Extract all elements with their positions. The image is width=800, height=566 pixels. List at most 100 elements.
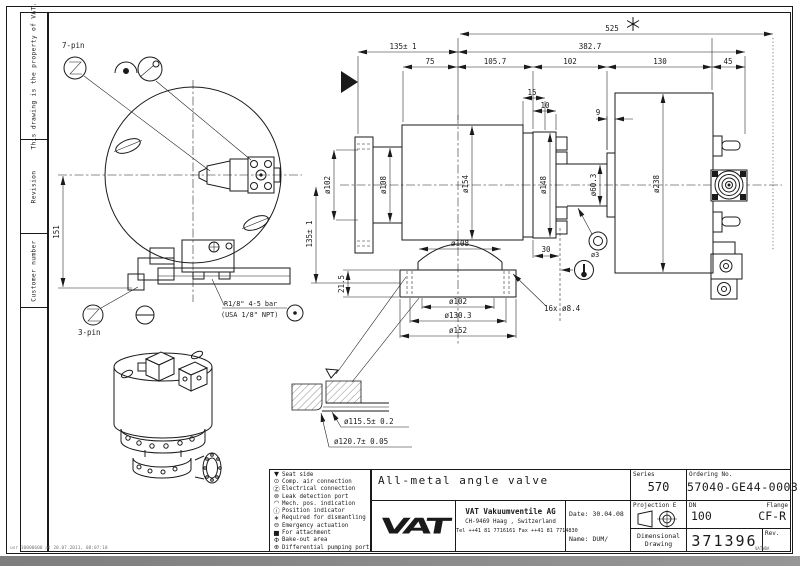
- drawing-title: All-metal angle valve: [378, 474, 549, 487]
- side-view: 525 382.7 135± 1 75 105.7 102 130 45: [305, 17, 782, 346]
- actuator-housing: [614, 92, 714, 274]
- solenoid-assembly-plan: [198, 156, 281, 194]
- doc-type-line2: Drawing: [644, 540, 673, 548]
- date-row: Date: 30.04.08: [569, 509, 624, 518]
- dim-135-top: 135± 1: [389, 42, 416, 51]
- air-fitting-stack: [127, 247, 175, 291]
- sidebar-empty-section: [20, 307, 48, 552]
- air-port-label-1: R1/8" 4-5 bar: [224, 300, 277, 308]
- dn-label: DN: [689, 502, 697, 509]
- corner-stamp: VATWDA: [755, 546, 770, 551]
- dim-15: 15: [527, 88, 536, 97]
- ordering-number: 57040-GE44-0003: [687, 480, 799, 494]
- dim-dia60-3: ø60.3: [589, 174, 598, 197]
- pin7-label: 7-pin: [62, 41, 85, 50]
- first-angle-projection-icon: [637, 510, 677, 528]
- air-port-label-2: (USA 1/8" NPT): [221, 311, 278, 319]
- dim-151: 151: [52, 225, 61, 239]
- electrical-connector-7pin: [710, 169, 748, 202]
- comp-air-connection-icon: [286, 304, 304, 322]
- seal-detail-view: ø115.5± 0.2 ø120.7± 0.05: [291, 276, 420, 448]
- dim-45: 45: [723, 57, 732, 66]
- vat-logo: VAT: [377, 513, 450, 539]
- dim-382-7: 382.7: [579, 42, 602, 51]
- titleblock-dn-flange-cell: DN Flange 100 CF-R: [686, 500, 791, 529]
- dim-dia130-3: ø130.3: [444, 311, 471, 320]
- titleblock-doctype-cell: Dimensional Drawing: [630, 528, 687, 552]
- pin3-label: 3-pin: [78, 328, 101, 337]
- dim-dia152: ø152: [449, 326, 467, 335]
- iso-side-flange: [194, 452, 222, 484]
- titleblock-projection-cell: Projection E: [630, 500, 687, 529]
- dim-30: 30: [541, 245, 551, 254]
- series-value: 570: [647, 480, 670, 494]
- dim-dia238: ø238: [652, 174, 661, 193]
- top-view: 7-pin 151: [52, 41, 304, 337]
- dim-135-side: 135± 1: [305, 220, 314, 247]
- sheet-outer-border: [6, 6, 793, 554]
- company-name: VAT Vakuumventile AG: [465, 507, 556, 516]
- seat-side-icon: ▼: [274, 470, 279, 479]
- emergency-actuation-icon: ⊖: [273, 521, 280, 530]
- position-indicator-icon: [561, 260, 594, 280]
- rev-label: Rev.: [765, 530, 780, 537]
- electrical-connection-icon: [63, 56, 87, 80]
- doc-type-line1: Dimensional: [636, 532, 681, 540]
- detail-pointer-icon: [325, 368, 340, 379]
- flange-value: CF-R: [758, 509, 786, 523]
- inlet-flange: [354, 136, 374, 254]
- dn-value: 100: [691, 509, 712, 523]
- legend-row: ■For attachment: [271, 529, 370, 536]
- legend-row: ⊚Leak detection port: [271, 493, 370, 500]
- isometric-view: [113, 350, 222, 484]
- electrical-connection-3pin-icon: [82, 304, 104, 326]
- dim-dia102: ø102: [323, 176, 332, 194]
- bottom-flange: [399, 269, 517, 298]
- dim-130: 130: [653, 57, 667, 66]
- window-bottom-band: [0, 556, 800, 566]
- emergency-actuation-icon: [135, 305, 155, 325]
- flange-label: Flange: [766, 502, 788, 509]
- date-value: 30.04.08: [592, 509, 624, 518]
- mech-pos-indication-icon: [114, 61, 138, 74]
- dim-dia115-5: ø115.5± 0.2: [344, 417, 394, 426]
- bonnet-dome: [417, 243, 503, 263]
- legend-row: ▼Seat side: [271, 471, 370, 478]
- seat-side-icon: [341, 71, 358, 93]
- rim-tab-right: [241, 215, 271, 231]
- name-row: Name: DUM/: [569, 534, 609, 543]
- dim-16x-8-4: 16x ø8.4: [544, 304, 581, 313]
- legend-row: ∗Required for dismantling: [271, 514, 370, 522]
- rim-tab-left: [113, 138, 143, 154]
- outlet-flange: [532, 131, 557, 239]
- dim-dia154: ø154: [461, 174, 470, 193]
- dim-dia3: ø3: [591, 251, 599, 259]
- mounting-bracket: [710, 241, 743, 300]
- dim-dia148: ø148: [539, 175, 548, 194]
- comp-air-connection-icon: ⊙: [273, 477, 280, 486]
- dismantling-asterisk-icon: [626, 17, 640, 31]
- bake-out-area-icon: Φ: [273, 535, 280, 544]
- legend-row: ⊖Emergency actuation: [271, 522, 370, 529]
- dia3-hole-callout: [577, 207, 608, 251]
- titleblock-title-cell: All-metal angle valve: [371, 469, 631, 501]
- titleblock-rev-cell: Rev.: [762, 528, 791, 552]
- print-stamp: usr 10000600 at 20.07.2011, 08:07:10: [10, 546, 108, 551]
- electrical-connection-icon: Ⓩ: [273, 484, 280, 493]
- dim-dia108: ø108: [379, 175, 388, 194]
- position-indicator-icon: ⓘ: [273, 506, 280, 515]
- titleblock-series-cell: Series 570: [630, 469, 687, 501]
- mech-pos-indication-icon: ◠: [273, 499, 280, 508]
- leak-detection-port-icon: ⊚: [273, 492, 280, 501]
- legend-row: ⊙Comp. air connection: [271, 478, 370, 485]
- dim-dia102-bottom: ø102: [449, 297, 467, 306]
- name-value: DUM/: [592, 534, 609, 543]
- legend-row: ◠Mech. pos. indication: [271, 500, 370, 507]
- dim-102: 102: [563, 57, 577, 66]
- titleblock-number-cell: 371396: [686, 528, 763, 552]
- titleblock-logo-cell: VAT: [371, 500, 456, 552]
